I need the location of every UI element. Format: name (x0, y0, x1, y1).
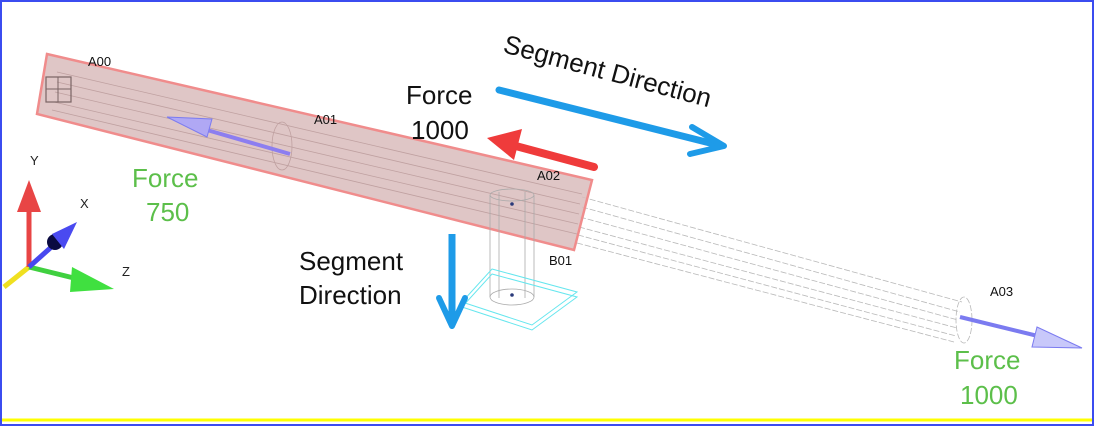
force-top-line2: 1000 (411, 115, 469, 145)
node-label-a03: A03 (990, 284, 1013, 299)
node-label-a02: A02 (537, 168, 560, 183)
highlighted-beam-a00-a02[interactable] (35, 52, 594, 252)
load-arrow-a03-icon[interactable] (959, 315, 1083, 349)
force-right-line2: 1000 (960, 380, 1018, 410)
z-axis-label: Z (122, 264, 130, 279)
node-label-b01: B01 (549, 253, 572, 268)
axis-triad: Y X Z (2, 153, 130, 292)
load-arrow-a01-icon[interactable] (166, 116, 291, 156)
node-label-a01: A01 (314, 112, 337, 127)
segment-direction-arrow-top-icon (495, 86, 727, 157)
y-axis-label: Y (30, 153, 39, 168)
segment-direction-bottom-line2: Direction (299, 280, 402, 310)
axis-yellow (2, 265, 31, 289)
wireframe-segment-a02-a03[interactable] (576, 196, 973, 344)
node-label-a00: A00 (88, 54, 111, 69)
force-arrow-red-icon (487, 129, 598, 171)
force-top-line1: Force (406, 80, 472, 110)
force-right-line1: Force (954, 345, 1020, 375)
x-axis-label: X (80, 196, 89, 211)
column-b01[interactable] (489, 188, 535, 306)
base-plate[interactable] (461, 268, 579, 331)
force-left-line2: 750 (146, 197, 189, 227)
force-left-line1: Force (132, 163, 198, 193)
segment-direction-arrow-down-icon (436, 234, 468, 329)
segment-direction-bottom-line1: Segment (299, 246, 404, 276)
